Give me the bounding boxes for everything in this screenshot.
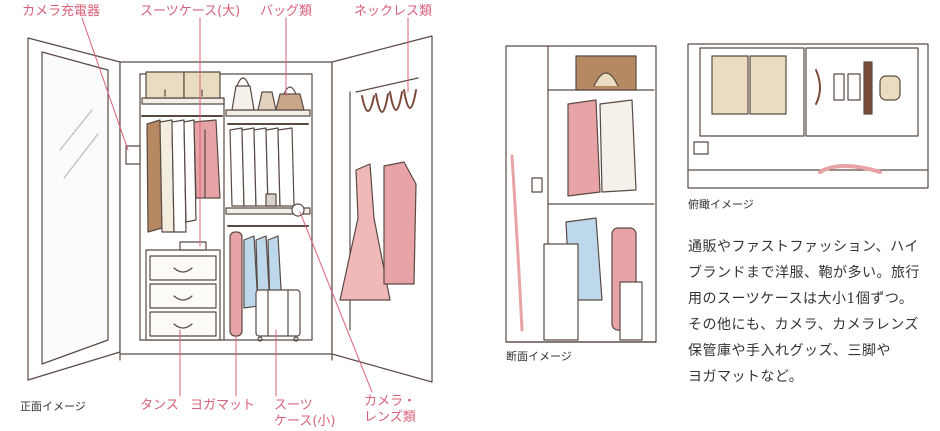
- label-necklaces: ネックレス類: [354, 4, 433, 19]
- label-bags: バッグ類: [260, 4, 313, 19]
- top-view-drawing: [687, 43, 929, 189]
- description-line: ブランドまで洋服、鞄が多い。旅行: [688, 265, 920, 281]
- front-view-drawing: [27, 35, 433, 383]
- label-drawers: タンス: [140, 398, 179, 413]
- label-camera-charger: カメラ充電器: [22, 4, 101, 19]
- label-camera-lens-line1: カメラ・: [364, 394, 417, 409]
- label-suitcase-small: スーツ ケース(小): [274, 398, 336, 431]
- description-line: 用のスーツケースは大小1個ずつ。: [688, 291, 914, 307]
- label-suitcase-small-line2: ケース(小): [274, 414, 336, 430]
- description-line: ヨガマットなど。: [688, 369, 804, 385]
- description-line: 通販やファストファッション、ハイ: [688, 239, 919, 255]
- label-camera-lens-line2: レンズ類: [364, 410, 416, 426]
- label-camera-lens: カメラ・ レンズ類: [364, 394, 416, 427]
- section-view-drawing: [505, 45, 657, 343]
- label-suitcase-small-line1: スーツ: [274, 398, 313, 413]
- description-text: 通販やファストファッション、ハイ ブランドまで洋服、鞄が多い。旅行 用のスーツケ…: [688, 234, 934, 390]
- description-line: 保管庫や手入れグッズ、三脚や: [688, 343, 891, 359]
- caption-front-view: 正面イメージ: [20, 400, 86, 413]
- label-yoga-mat: ヨガマット: [190, 398, 256, 413]
- caption-section-view: 断面イメージ: [506, 350, 572, 363]
- leader-lines: [81, 17, 409, 397]
- description-line: その他にも、カメラ、カメラレンズ: [688, 317, 920, 333]
- label-suitcase-large: スーツケース(大): [140, 4, 241, 19]
- caption-top-view: 俯瞰イメージ: [688, 198, 754, 211]
